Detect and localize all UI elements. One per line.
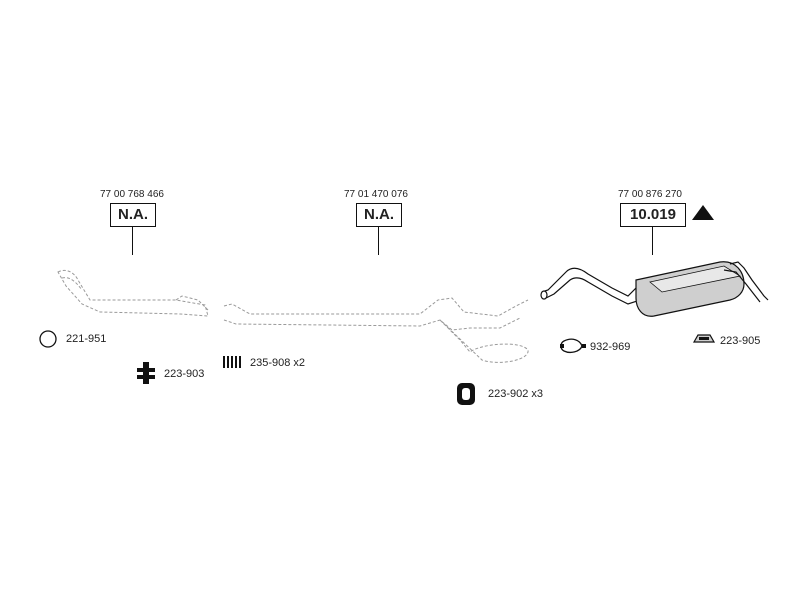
part-code-rear: 10.019 <box>620 203 686 227</box>
ring-gasket-icon <box>39 330 57 348</box>
accessory-label-235-908: 235-908 x2 <box>250 357 306 369</box>
accessory-label-223-902: 223-902 x3 <box>488 388 544 400</box>
oem-number-center: 77 01 470 076 <box>344 189 408 200</box>
accessory-label-932-969: 932-969 <box>590 341 631 353</box>
front-pipe-ghost <box>57 269 209 317</box>
accessory-label-223-905: 223-905 <box>720 335 761 347</box>
pipe-clamp-icon <box>560 338 586 353</box>
rubber-hanger-icon <box>457 383 475 405</box>
part-code-front: N.A. <box>110 203 156 227</box>
oem-number-rear: 77 00 876 270 <box>618 189 682 200</box>
mounting-bracket-icon <box>692 334 716 343</box>
leader-line-center <box>378 227 379 255</box>
leader-line-front <box>132 227 133 255</box>
accessory-label-223-903: 223-903 <box>164 368 205 380</box>
rubber-mount-icon <box>137 362 155 384</box>
oem-number-front: 77 00 768 466 <box>100 189 164 200</box>
leader-line-rear <box>652 227 653 255</box>
part-code-center: N.A. <box>356 203 402 227</box>
accessory-label-221-951: 221-951 <box>66 333 107 345</box>
rear-silencer <box>540 261 769 317</box>
center-pipe-ghost <box>223 297 529 363</box>
spring-icon <box>223 356 241 368</box>
